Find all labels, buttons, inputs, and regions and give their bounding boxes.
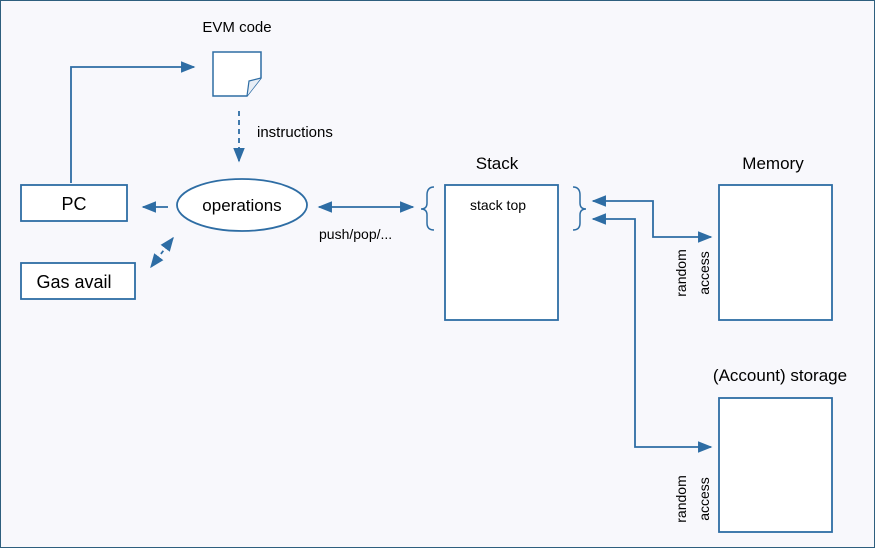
evm-code-label: EVM code — [202, 19, 271, 36]
stack-top-label: stack top — [470, 197, 526, 213]
stack-title: Stack — [476, 154, 519, 173]
push-pop-label: push/pop/... — [319, 226, 392, 242]
evm-code-document-icon — [212, 51, 262, 97]
storage-title: (Account) storage — [713, 366, 847, 385]
memory-access-label: access — [696, 251, 712, 295]
instructions-label: instructions — [257, 124, 333, 141]
pc-label: PC — [61, 194, 86, 214]
stack-right-brace — [572, 186, 587, 231]
storage-access-label: access — [696, 477, 712, 521]
operations-gas-dashed-arrow — [150, 236, 174, 269]
pc-box — [20, 184, 128, 222]
operations-label: operations — [202, 196, 281, 215]
memory-box — [718, 184, 833, 321]
stack-box — [444, 184, 559, 321]
stack-left-brace — [420, 186, 435, 231]
gas-label: Gas avail — [36, 272, 111, 292]
operations-node — [176, 178, 308, 232]
gas-box — [20, 262, 136, 300]
pc-to-code-arrow — [70, 61, 196, 183]
memory-random-label: random — [673, 249, 689, 296]
stack-storage-arrow — [591, 213, 713, 453]
storage-random-label: random — [673, 475, 689, 522]
storage-box — [718, 397, 833, 533]
memory-title: Memory — [742, 154, 804, 173]
